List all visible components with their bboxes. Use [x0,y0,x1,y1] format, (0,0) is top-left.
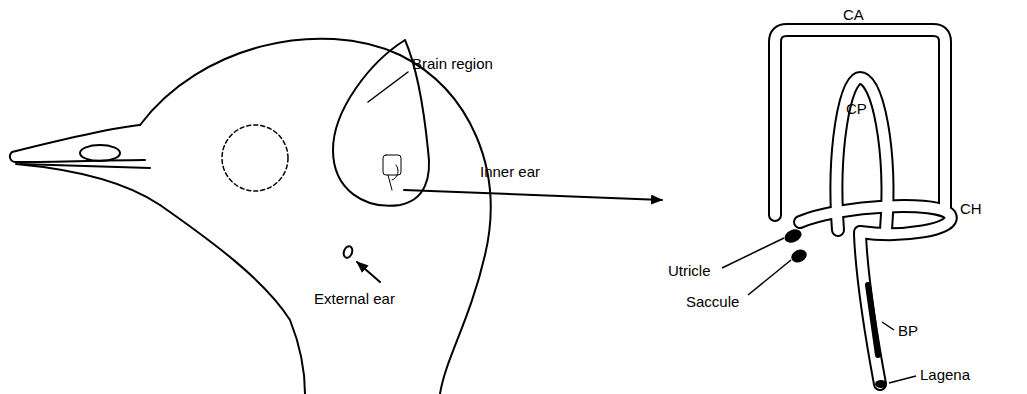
saccule-mark [789,247,809,265]
neck-outline [160,205,305,394]
leader-line [368,72,408,102]
external-ear-opening [342,245,354,259]
leader-line [722,238,784,268]
part-label: BP [898,322,918,340]
inner-ear-detail [775,30,951,384]
part-label: CH [960,200,982,218]
part-label: Saccule [686,293,739,311]
nostril [80,145,120,161]
part-label: Lagena [920,366,970,384]
inner-ear-arrow [404,190,662,200]
part-label: Brain region [412,55,493,73]
leader-line [748,260,791,295]
leader-line [889,376,916,383]
part-label: Utricle [668,262,711,280]
inner-ear-icon [383,155,401,190]
leader-line [882,322,894,330]
eye-ring [222,125,288,191]
upper-beak [10,125,145,162]
part-label: External ear [314,290,395,308]
lagena-mark [875,380,887,388]
beak-line [20,164,150,168]
utricle-mark [782,227,803,245]
lower-beak [16,164,160,205]
part-label: CP [846,100,867,118]
external-ear-arrow [357,262,380,282]
part-label: Inner ear [480,163,540,181]
part-label: CA [843,6,864,24]
head-outline [140,39,491,394]
